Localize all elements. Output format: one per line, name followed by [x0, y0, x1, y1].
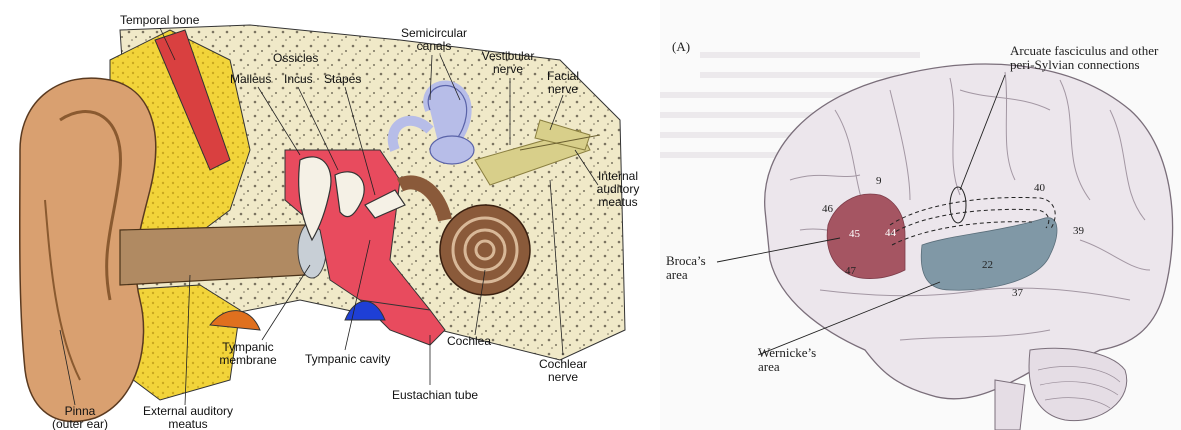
- label-wernickes-area: Wernicke’s area: [758, 346, 816, 374]
- ear-canal: [120, 225, 316, 285]
- brodmann-area-40: 40: [1034, 182, 1045, 194]
- brodmann-area-44: 44: [885, 227, 896, 239]
- brain-language-areas-diagram: (A) Arcuate fasciculus and other peri-Sy…: [660, 0, 1181, 430]
- label-external-auditory-meatus: External auditory meatus: [143, 405, 233, 430]
- label-facial-nerve: Facial nerve: [547, 70, 579, 96]
- brodmann-area-45: 45: [849, 228, 860, 240]
- label-pinna: Pinna (outer ear): [52, 405, 108, 430]
- label-stapes: Stapes: [324, 73, 361, 86]
- label-internal-auditory-meatus: Internal auditory meatus: [597, 170, 640, 209]
- label-incus: Incus: [284, 73, 313, 86]
- brodmann-area-46: 46: [822, 203, 833, 215]
- brain-outline: [765, 64, 1173, 399]
- brodmann-area-47: 47: [845, 265, 856, 277]
- brodmann-area-22: 22: [982, 259, 993, 271]
- label-eustachian-tube: Eustachian tube: [392, 389, 478, 402]
- brainstem: [995, 380, 1025, 430]
- panel-label-a: (A): [672, 40, 690, 54]
- ear-anatomy-diagram: Temporal bone Ossicles Malleus Incus Sta…: [0, 0, 650, 430]
- brodmann-area-37: 37: [1012, 287, 1023, 299]
- label-tympanic-membrane: Tympanic membrane: [219, 341, 276, 367]
- label-malleus: Malleus: [230, 73, 271, 86]
- label-vestibular-nerve: Vestibular nerve: [482, 50, 535, 76]
- brodmann-area-39: 39: [1073, 225, 1084, 237]
- label-arcuate-fasciculus: Arcuate fasciculus and other peri-Sylvia…: [1010, 44, 1158, 72]
- label-ossicles: Ossicles: [273, 52, 318, 65]
- label-tympanic-cavity: Tympanic cavity: [305, 353, 390, 366]
- label-cochlea: Cochlea: [447, 335, 491, 348]
- label-cochlear-nerve: Cochlear nerve: [539, 358, 587, 384]
- label-semicircular-canals: Semicircular canals: [401, 27, 467, 53]
- label-brocas-area: Broca’s area: [666, 254, 706, 282]
- label-temporal-bone: Temporal bone: [120, 14, 199, 27]
- brodmann-area-9: 9: [876, 175, 882, 187]
